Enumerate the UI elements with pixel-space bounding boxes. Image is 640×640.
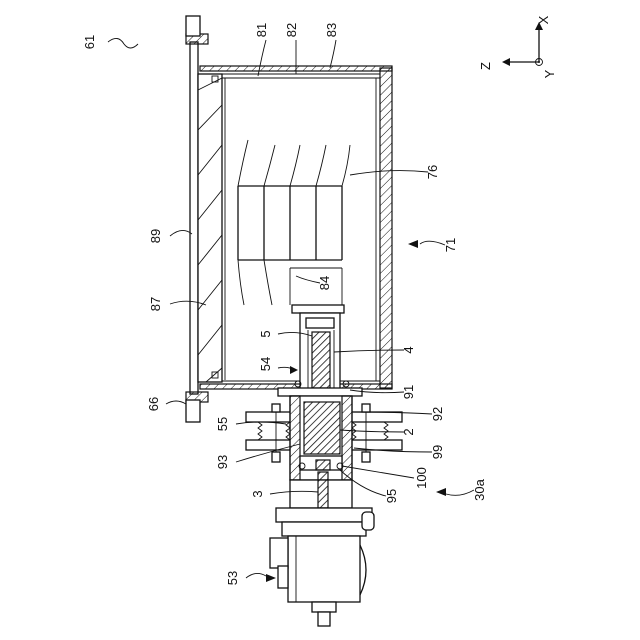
lower-assembly (246, 381, 402, 508)
label-92: 92 (430, 407, 445, 421)
label-83: 83 (324, 23, 339, 37)
label-54: 54 (258, 357, 273, 371)
motor-53 (270, 508, 374, 626)
label-95: 95 (384, 489, 399, 503)
substrate-stack-76 (238, 140, 350, 305)
label-53: 53 (225, 571, 240, 585)
label-55: 55 (215, 417, 230, 431)
housing-71 (200, 66, 392, 389)
label-71: 71 (443, 238, 458, 252)
label-100: 100 (414, 467, 429, 489)
label-5: 5 (258, 330, 273, 337)
z-axis-arrowhead-icon (502, 58, 510, 66)
axis-indicator: X Z Y (478, 15, 557, 78)
label-81: 81 (254, 23, 269, 37)
label-3: 3 (250, 490, 265, 497)
axis-y-label: Y (542, 69, 557, 78)
holder-84 (292, 305, 344, 393)
label-82: 82 (284, 23, 299, 37)
label-89: 89 (148, 229, 163, 243)
label-61: 61 (82, 35, 97, 49)
label-99: 99 (430, 445, 445, 459)
label-93: 93 (215, 455, 230, 469)
label-66: 66 (146, 397, 161, 411)
label-30a: 30a (472, 478, 487, 500)
reference-labels: 61 81 82 83 76 89 71 87 84 5 4 54 91 66 … (82, 23, 487, 585)
axis-z-label: Z (478, 62, 493, 70)
door-89 (186, 16, 225, 422)
axis-x-label: X (536, 15, 551, 24)
label-87: 87 (148, 297, 163, 311)
